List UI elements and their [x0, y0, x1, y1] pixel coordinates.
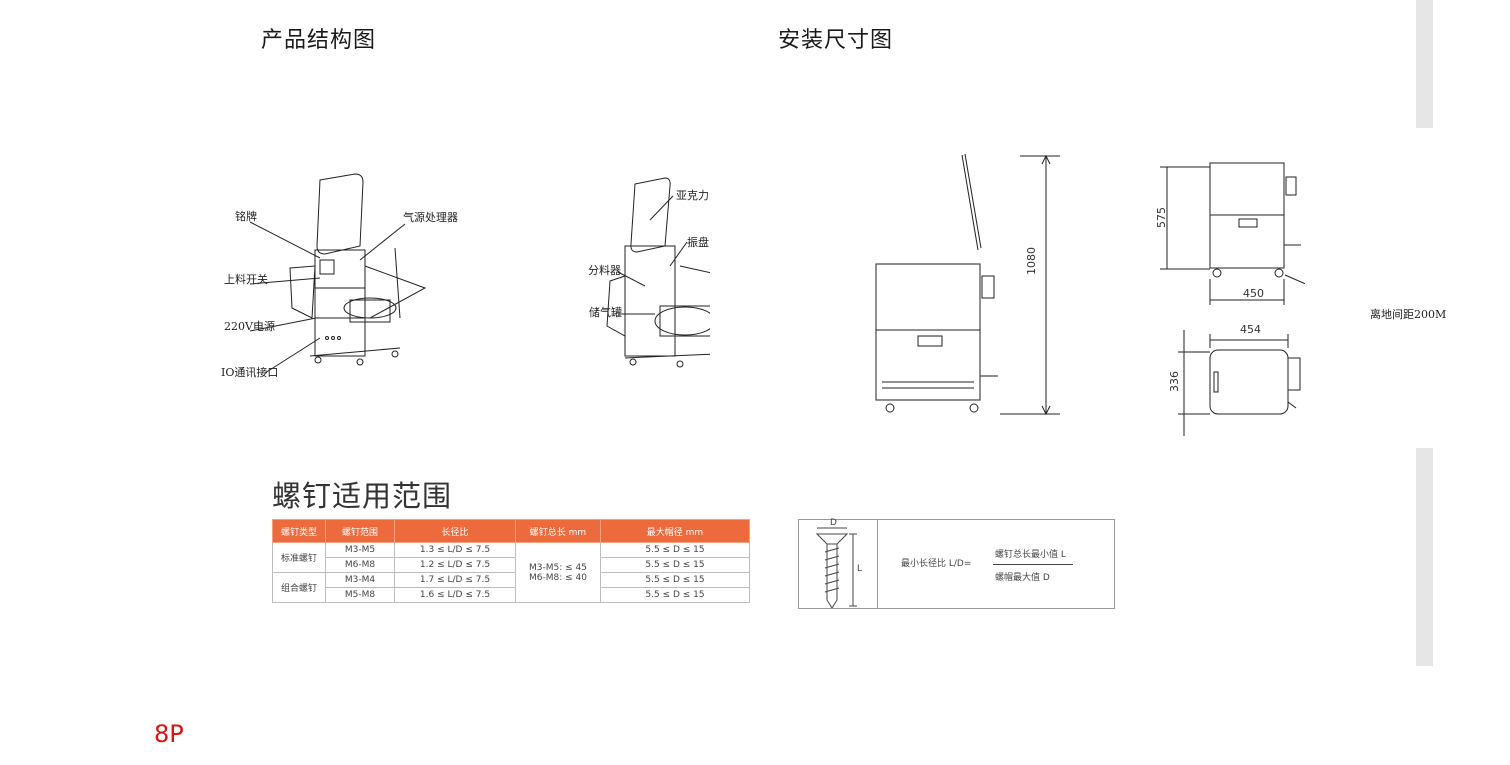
formula-denominator: 螺帽最大值 D	[995, 573, 1050, 583]
formula-lhs-text: 最小长径比 L/D=	[901, 559, 972, 569]
screw-figure-cell: D L	[799, 518, 878, 609]
label-power: 220V电源	[224, 320, 275, 333]
scrollbar-top[interactable]	[1416, 0, 1433, 128]
table-cell-cap: 5.5 ≤ D ≤ 15	[600, 587, 750, 603]
table-cell-range: M6-M8	[325, 557, 395, 573]
d-label: D	[830, 518, 837, 528]
screw-icon	[815, 527, 857, 609]
label-air-processor: 气源处理器	[403, 211, 458, 224]
formula-lhs: 最小长径比 L/D=	[901, 556, 971, 569]
structure-drawing-side	[606, 177, 710, 368]
table-header-range: 螺钉范围	[325, 519, 395, 543]
dim-454: 454	[1240, 323, 1261, 336]
structure-drawing-front	[249, 173, 427, 374]
length-line-1: M3-M5: ≤ 45	[529, 562, 587, 573]
table-cell-type: 标准螺钉	[272, 542, 326, 573]
table-cell-type: 组合螺钉	[272, 572, 326, 603]
dim-height: 1080	[1025, 247, 1038, 275]
table-cell-ratio: 1.3 ≤ L/D ≤ 7.5	[394, 542, 516, 558]
structure-heading: 产品结构图	[261, 28, 377, 53]
label-nameplate: 铭牌	[235, 210, 257, 223]
table-cell-ratio: 1.6 ≤ L/D ≤ 7.5	[394, 587, 516, 603]
structure-drawing-side-wrap	[585, 176, 710, 376]
install-top-view	[1178, 330, 1301, 436]
table-row: 标准螺钉 M3-M5 1.3 ≤ L/D ≤ 7.5 M3-M5: ≤ 45 M…	[272, 542, 750, 603]
label-vibration-plate: 振盘	[687, 236, 709, 249]
dim-575: 575	[1155, 207, 1168, 228]
page-number: 8P	[154, 720, 184, 748]
length-line-2: M6-M8: ≤ 40	[529, 572, 587, 583]
table-row: M6-M8 1.2 ≤ L/D ≤ 7.5 5.5 ≤ D ≤ 15	[273, 557, 750, 573]
ld-formula-box: D L 最小长径比 L/D= 螺钉总长最小值 L 螺帽最大值 D	[798, 518, 1115, 609]
dim-336: 336	[1168, 371, 1181, 392]
formula-numerator: 螺钉总长最小值 L	[995, 550, 1066, 560]
install-front-view	[875, 153, 1060, 416]
table-header-cap: 最大帽径 mm	[600, 519, 750, 543]
dim-450: 450	[1243, 287, 1264, 300]
screw-spec-table: 螺钉类型 螺钉范围 长径比 螺钉总长 mm 最大帽径 mm 标准螺钉 M3-M5…	[272, 519, 750, 603]
install-heading: 安装尺寸图	[778, 28, 894, 53]
fraction-bar	[993, 564, 1073, 565]
table-cell-cap: 5.5 ≤ D ≤ 15	[600, 557, 750, 573]
label-distributor: 分料器	[588, 264, 621, 277]
table-header-type: 螺钉类型	[272, 519, 326, 543]
label-io-port: IO通讯接口	[221, 366, 279, 379]
table-cell-range: M5-M8	[325, 587, 395, 603]
table-header-length: 螺钉总长 mm	[515, 519, 601, 543]
table-cell-range: M3-M4	[325, 572, 395, 588]
table-cell-ratio: 1.7 ≤ L/D ≤ 7.5	[394, 572, 516, 588]
ground-clearance-label: 离地间距200M	[1370, 308, 1447, 321]
table-header-ratio: 长径比	[394, 519, 516, 543]
install-side-view	[1160, 162, 1305, 305]
table-cell-ratio: 1.2 ≤ L/D ≤ 7.5	[394, 557, 516, 573]
label-feed-switch: 上料开关	[224, 273, 268, 286]
table-row: 组合螺钉 M3-M4 1.7 ≤ L/D ≤ 7.5 5.5 ≤ D ≤ 15	[272, 572, 750, 603]
table-cell-cap: 5.5 ≤ D ≤ 15	[600, 572, 750, 588]
l-label: L	[857, 564, 863, 574]
screw-range-heading: 螺钉适用范围	[272, 479, 453, 513]
label-air-tank: 储气罐	[589, 306, 622, 319]
label-acrylic: 亚克力	[676, 189, 709, 202]
table-cell-length: M3-M5: ≤ 45 M6-M8: ≤ 40	[515, 542, 601, 603]
table-row: M5-M8 1.6 ≤ L/D ≤ 7.5 5.5 ≤ D ≤ 15	[273, 587, 750, 603]
table-cell-range: M3-M5	[325, 542, 395, 558]
table-cell-cap: 5.5 ≤ D ≤ 15	[600, 542, 750, 558]
scrollbar-bottom[interactable]	[1416, 448, 1433, 666]
